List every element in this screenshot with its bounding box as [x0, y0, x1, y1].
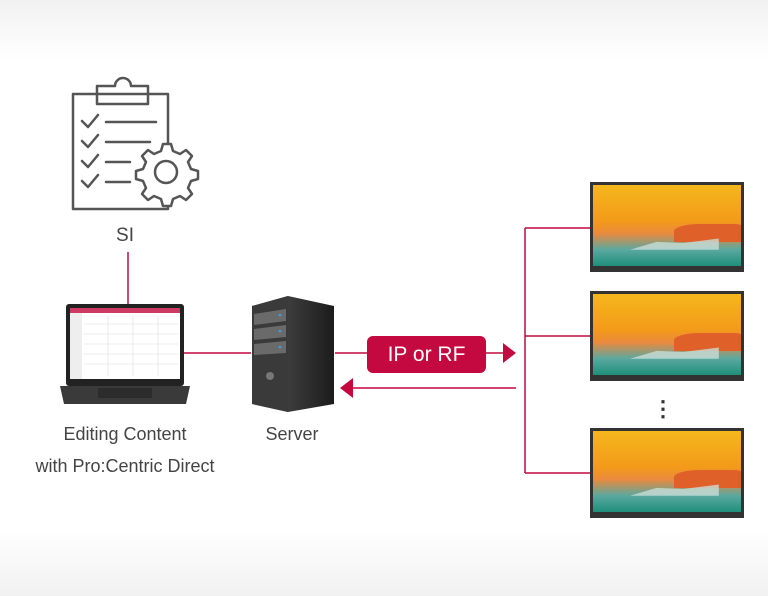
- clipboard-checklist-gear-icon: [71, 76, 200, 211]
- laptop-icon: [60, 304, 190, 404]
- arrow-right-icon: [503, 343, 516, 363]
- arrow-left-icon: [340, 378, 353, 398]
- welcome-screen-image: [593, 185, 741, 266]
- display-2: [590, 291, 744, 381]
- ip-or-rf-badge: IP or RF: [367, 336, 486, 373]
- laptop-label-line1: Editing Content: [63, 424, 187, 444]
- si-label: SI: [116, 225, 134, 246]
- welcome-screen-image: [593, 294, 741, 375]
- server-label: Server: [265, 424, 319, 444]
- display-3: [590, 428, 744, 518]
- server-tower-icon: [252, 296, 334, 412]
- more-displays-ellipsis: ⋮: [652, 396, 674, 421]
- laptop-label-line2: with Pro:Centric Direct: [35, 456, 215, 476]
- display-1: [590, 182, 744, 272]
- welcome-screen-image: [593, 431, 741, 512]
